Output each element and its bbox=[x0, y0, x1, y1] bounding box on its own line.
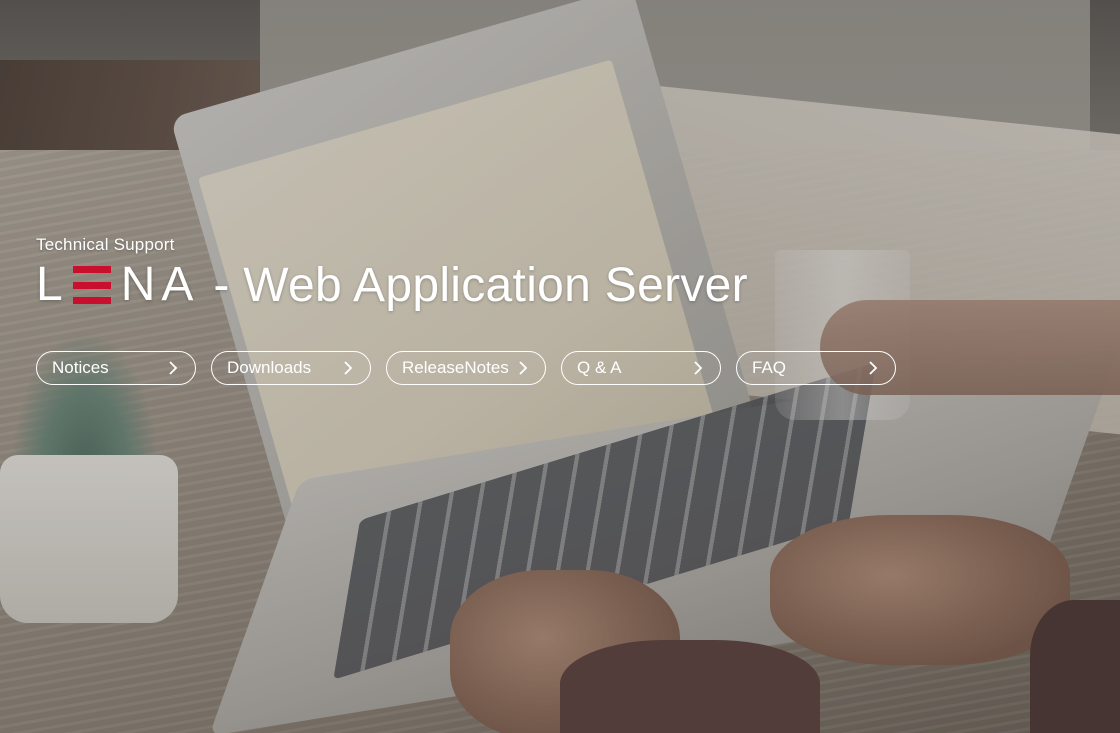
nav-notices-button[interactable]: Notices bbox=[36, 351, 196, 385]
hero: Technical Support L N A - Web Applicatio… bbox=[36, 235, 748, 313]
hero-title: - Web Application Server bbox=[213, 258, 748, 312]
hero-kicker: Technical Support bbox=[36, 235, 175, 254]
nav-qa-button[interactable]: Q & A bbox=[561, 351, 721, 385]
sleeve bbox=[560, 640, 820, 733]
plant-pot bbox=[0, 455, 178, 623]
nav-faq-button[interactable]: FAQ bbox=[736, 351, 896, 385]
logo-letter-n: N bbox=[120, 258, 162, 311]
chevron-right-icon bbox=[690, 360, 706, 376]
logo-letter-a: A bbox=[161, 258, 200, 311]
chevron-right-icon bbox=[165, 360, 181, 376]
lena-logo[interactable]: L N A bbox=[36, 261, 199, 309]
logo-e-bars-icon bbox=[72, 266, 111, 304]
hero-headline: L N A - Web Application Server bbox=[36, 257, 748, 313]
typing-hand-right bbox=[770, 515, 1070, 665]
nav-label: FAQ bbox=[752, 358, 787, 377]
chevron-right-icon bbox=[865, 360, 881, 376]
nav-label: Downloads bbox=[227, 358, 312, 377]
nav-releasenotes-button[interactable]: ReleaseNotes bbox=[386, 351, 546, 385]
chevron-right-icon bbox=[515, 360, 531, 376]
chevron-right-icon bbox=[340, 360, 356, 376]
nav-label: ReleaseNotes bbox=[402, 358, 509, 377]
logo-letter-l: L bbox=[36, 258, 69, 311]
nav-downloads-button[interactable]: Downloads bbox=[211, 351, 371, 385]
hand-on-glass bbox=[820, 300, 1120, 395]
support-nav: Notices Downloads ReleaseNotes Q & A FAQ bbox=[36, 351, 896, 385]
sleeve-right bbox=[1030, 600, 1120, 733]
nav-label: Q & A bbox=[577, 358, 622, 377]
nav-label: Notices bbox=[52, 358, 109, 377]
